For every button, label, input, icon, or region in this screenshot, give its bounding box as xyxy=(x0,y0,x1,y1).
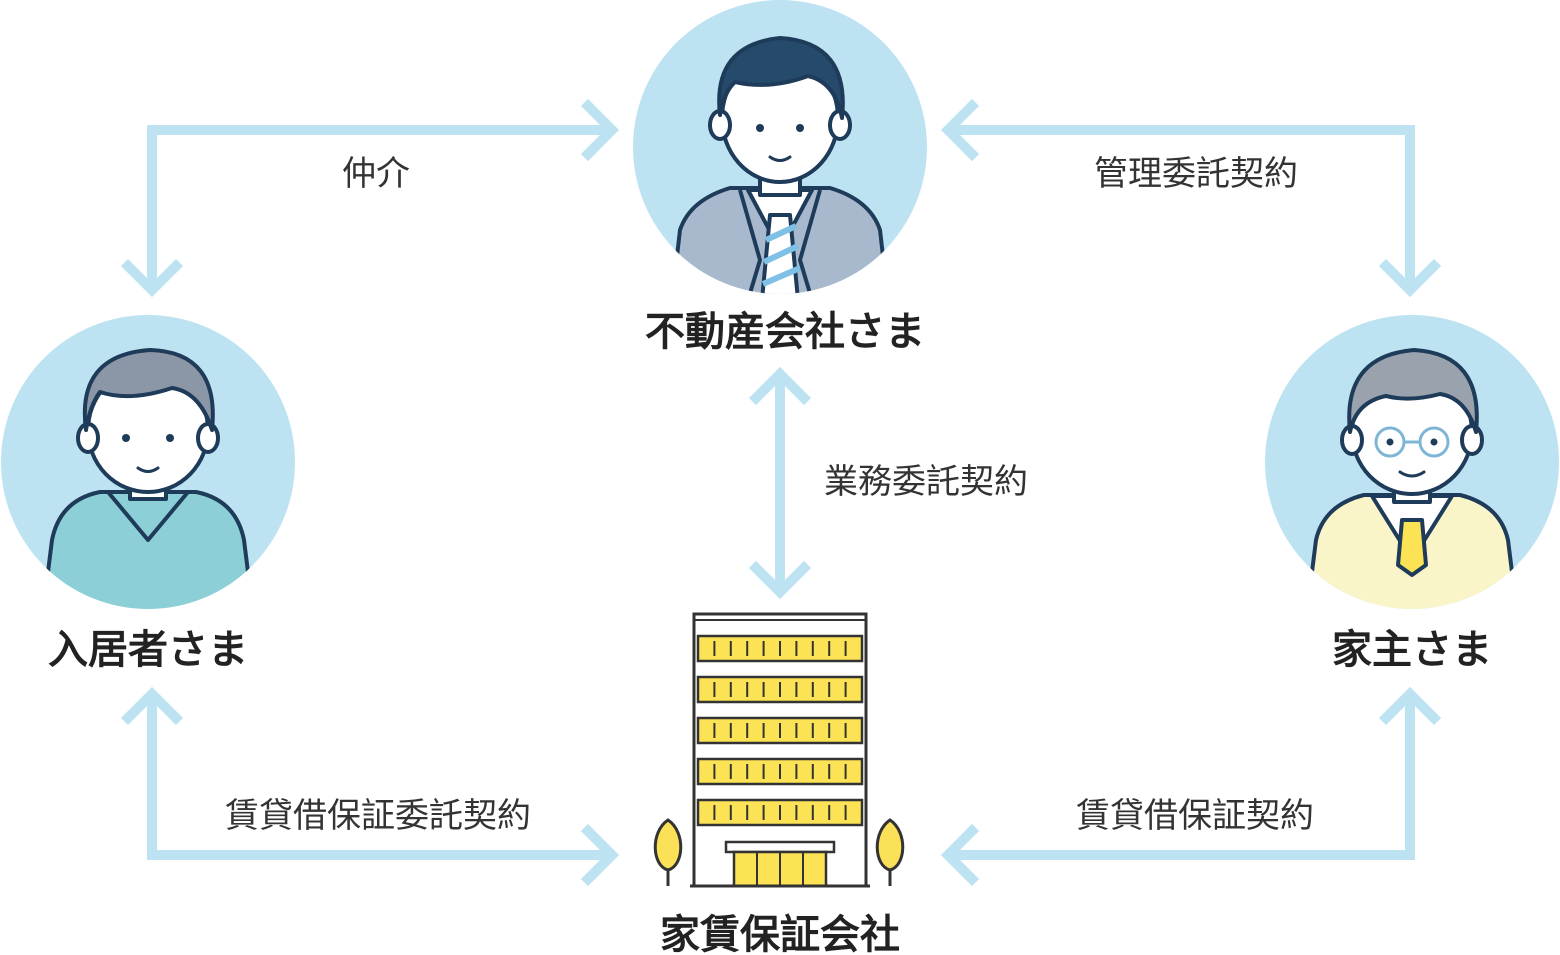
node-label-guarantor: 家賃保証会社 xyxy=(660,912,900,955)
edge-label-owner-guarantee: 賃貸借保証契約 xyxy=(1076,796,1314,836)
businessman-avatar-icon xyxy=(633,0,927,294)
connector-management xyxy=(940,98,1442,298)
node-label-resident: 入居者さま xyxy=(48,627,248,673)
window-band xyxy=(696,716,864,745)
connector-resident-guarantee xyxy=(120,686,620,887)
node-label-agency: 不動産会社さま xyxy=(645,309,925,355)
young-man-avatar-icon xyxy=(1,315,295,609)
tree-icon xyxy=(653,818,683,872)
entrance-canopy xyxy=(724,840,836,854)
connector-brokerage xyxy=(120,98,620,298)
elderly-man-avatar-icon xyxy=(1265,315,1559,609)
edge-label-business: 業務委託契約 xyxy=(824,462,1028,502)
edge-label-management: 管理委託契約 xyxy=(1094,154,1298,194)
node-label-owner: 家主さま xyxy=(1332,627,1492,673)
tree-icon xyxy=(875,818,905,872)
office-building-icon xyxy=(653,612,905,888)
connectors xyxy=(120,98,1442,887)
connector-owner-guarantee xyxy=(940,686,1442,887)
edge-label-brokerage: 仲介 xyxy=(342,154,410,194)
edge-label-resident-guarantee: 賃貸借保証委託契約 xyxy=(225,796,531,836)
connector-business xyxy=(748,366,812,600)
